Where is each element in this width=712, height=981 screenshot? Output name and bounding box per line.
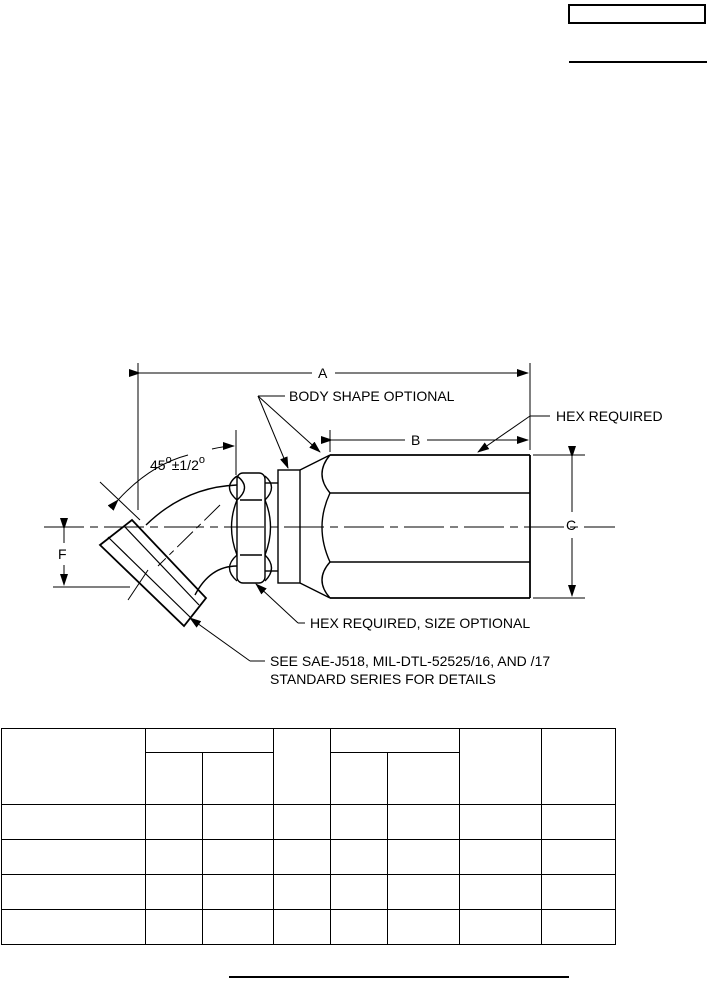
table-cell [387,752,461,805]
table-row [1,874,616,910]
dimension-b [321,430,529,452]
table-cell [330,728,461,753]
table-row [1,839,616,875]
callout-see-standard-2: STANDARD SERIES FOR DETAILS [270,671,496,687]
table-cell [201,752,274,805]
angle-value: 45o±1/2o [150,454,205,473]
collar [277,469,301,584]
callout-body-shape: BODY SHAPE OPTIONAL [289,388,455,404]
nut-hex [228,472,273,584]
dimension-c [533,446,585,599]
table-cell [272,728,332,805]
header-rule [569,61,707,63]
callout-see-standard-1: SEE SAE-J518, MIL-DTL-52525/16, AND /17 [270,653,550,669]
label-c: C [566,517,576,533]
callout-hex-size-optional: HEX REQUIRED, SIZE OPTIONAL [310,615,530,631]
table-subheader-row [2,752,616,805]
flange [98,518,208,628]
dimension-a [129,363,531,510]
label-b: B [411,432,420,448]
footer-rule [229,976,569,978]
fitting-drawing: A B C F 45o±1/2o BODY SHAPE OPTIONAL HEX… [44,363,663,687]
table-cell [459,728,543,805]
table-cell [541,728,616,805]
label-f: F [58,546,67,562]
dimension-f [53,518,130,588]
leader-lines [189,395,550,662]
table-cell [144,752,203,805]
bent-tube [145,484,238,596]
table-header-row [1,728,616,805]
table-row [1,909,616,945]
dimensions-table [1,728,616,945]
table-cell [330,752,389,805]
table-cell [144,728,274,753]
body-hex [299,454,531,599]
label-a: A [318,365,328,381]
document-id-box [568,4,706,24]
callout-hex-required: HEX REQUIRED [556,408,663,424]
table-row [1,804,616,840]
table-cell [1,728,146,805]
angle-dimension [99,430,237,521]
